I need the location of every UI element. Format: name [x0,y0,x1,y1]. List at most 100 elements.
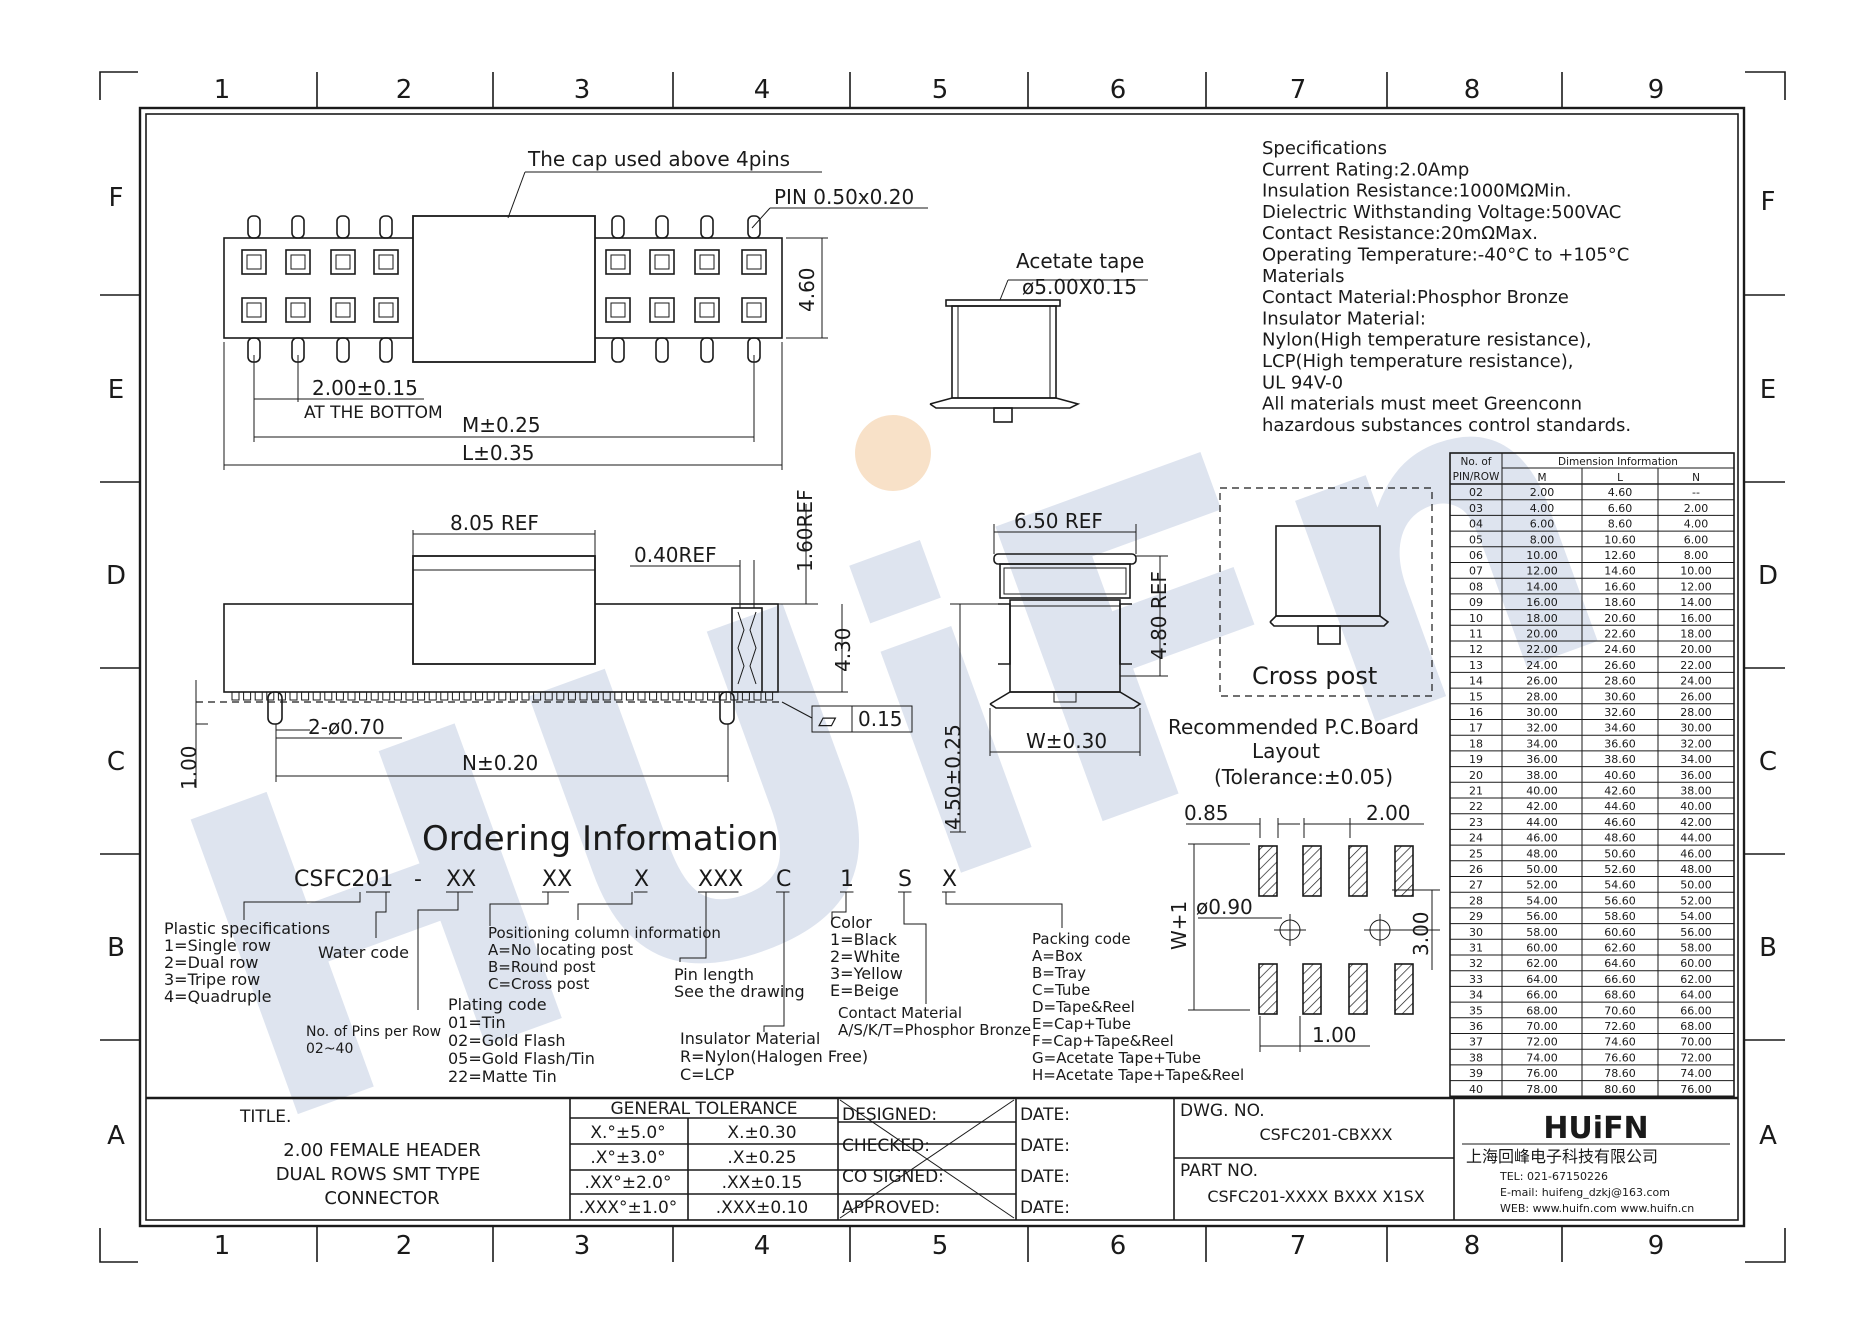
pad [1394,845,1414,897]
table-cell: 72.00 [1680,1051,1712,1064]
ordering-note-insulator: R=Nylon(Halogen Free) [680,1047,868,1066]
table-cell: 50.60 [1604,847,1636,860]
table-cell: 16.60 [1604,580,1636,593]
contact-outer [373,249,399,275]
pitch-note: AT THE BOTTOM [304,403,443,423]
col-label: 6 [1110,75,1127,105]
table-cell: 42.00 [1680,816,1712,829]
table-cell: 32.00 [1526,722,1558,735]
table-cell: 50.00 [1526,863,1558,876]
table-cell: 02 [1469,486,1483,499]
pin-top [291,215,305,239]
spec-line: Specifications [1262,138,1387,159]
contact-outer [694,249,720,275]
tolerance-linear: .X±0.25 [727,1148,796,1168]
pad [1348,963,1368,1015]
pin-top [747,215,761,239]
table-cell: 29 [1469,910,1483,923]
table-cell: 17 [1469,722,1483,735]
table-cell: 04 [1469,518,1483,531]
spec-line: Insulator Material: [1262,308,1426,329]
table-cell: 19 [1469,753,1483,766]
pcb-pad-dim: 1.00 [1312,1023,1357,1047]
table-cell: 20.00 [1680,643,1712,656]
pin-foot [417,691,426,701]
table-cell: 18 [1469,737,1483,750]
top-dim: 1.60REF [793,489,817,572]
table-cell: 48.00 [1680,863,1712,876]
column-ticks [316,72,1563,1262]
table-cell: 4.00 [1684,518,1709,531]
pin-foot [683,691,692,701]
flat-symbol: ▱ [818,706,837,734]
contact-outer [330,249,356,275]
contact-inner [746,254,762,270]
ordering-note-packing: F=Cap+Tape&Reel [1032,1032,1174,1050]
pin-foot [451,691,460,701]
title-line-3: CONNECTOR [324,1188,439,1209]
row-label: E [1760,375,1776,405]
spec-line: UL 94V-0 [1262,372,1343,393]
table-cell: 16.00 [1526,596,1558,609]
table-cell: 26.00 [1680,690,1712,703]
tolerance-angle: .XXX°±1.0° [579,1198,678,1218]
table-cell: 12 [1469,643,1483,656]
col-label: 1 [214,75,231,105]
pcb-title-1: Recommended P.C.Board [1168,715,1419,739]
ordering-note-packing: E=Cap+Tube [1032,1015,1131,1033]
end-height-dim: 4.80 REF [1147,571,1171,660]
table-cell: 10 [1469,612,1483,625]
part-code-segment: X [634,867,649,892]
contact-outer [649,249,675,275]
ordering-title: Ordering Information [422,819,779,859]
spec-line: Dielectric Withstanding Voltage:500VAC [1262,202,1621,223]
col-label: 8 [1464,1231,1481,1261]
acetate-label: Acetate tape [1016,249,1144,273]
pin-foot [231,691,240,701]
ordering-note-packing: G=Acetate Tape+Tube [1032,1049,1201,1067]
row-labels: F E D C B A F E D C B A [106,183,1778,1151]
col-label: 3 [574,75,591,105]
table-cell: 64.00 [1680,989,1712,1002]
sheet-frame: 1 2 3 4 5 6 7 8 9 1 2 3 4 5 6 7 8 9 F E … [99,71,1786,1263]
contact-inner [610,302,626,318]
ordering-note-color: 1=Black [830,930,898,949]
table-cell: 38 [1469,1051,1483,1064]
spec-line: Contact Material:Phosphor Bronze [1262,287,1569,308]
ordering-note-plating: 01=Tin [448,1013,506,1032]
spec-line: Insulation Resistance:1000MΩMin. [1262,181,1572,202]
table-cell: 32.00 [1680,737,1712,750]
pin-foot [707,691,716,701]
spec-line: hazardous substances control standards. [1262,415,1631,436]
table-cell: 58.00 [1526,926,1558,939]
ordering-note-positioning: C=Cross post [488,975,589,993]
watermark-dot [855,415,931,491]
table-cell: 20 [1469,769,1483,782]
table-cell: 40 [1469,1083,1483,1096]
pin-bottom [336,337,350,363]
table-cell: 30 [1469,926,1483,939]
signoff-label: CO SIGNED: [842,1167,944,1187]
ordering-note-pins: No. of Pins per Row [306,1024,441,1040]
table-cell: 2.00 [1530,486,1555,499]
table-cell: 62.00 [1680,973,1712,986]
table-cell: 52.00 [1526,879,1558,892]
row-ticks [100,294,1785,1041]
table-cell: 21 [1469,785,1483,798]
table-cell: 8.00 [1684,549,1709,562]
spec-line: LCP(High temperature resistance), [1262,351,1573,372]
ordering-note-insulator: Insulator Material [680,1029,820,1048]
table-cell: 18.00 [1526,612,1558,625]
table-cell: 46.00 [1526,832,1558,845]
pin-foot [637,691,646,701]
contact-outer [241,297,267,323]
tolerance-angle: X.°±5.0° [590,1123,665,1143]
table-cell: 6.60 [1608,502,1633,515]
table-cell: 70.60 [1604,1004,1636,1017]
table-cell: 05 [1469,533,1483,546]
contact-inner [246,302,262,318]
part-code-segment: XX [542,867,572,892]
end-view: 6.50 REF 4.80 REF W±0.30 4.50±0.25 [941,509,1171,833]
